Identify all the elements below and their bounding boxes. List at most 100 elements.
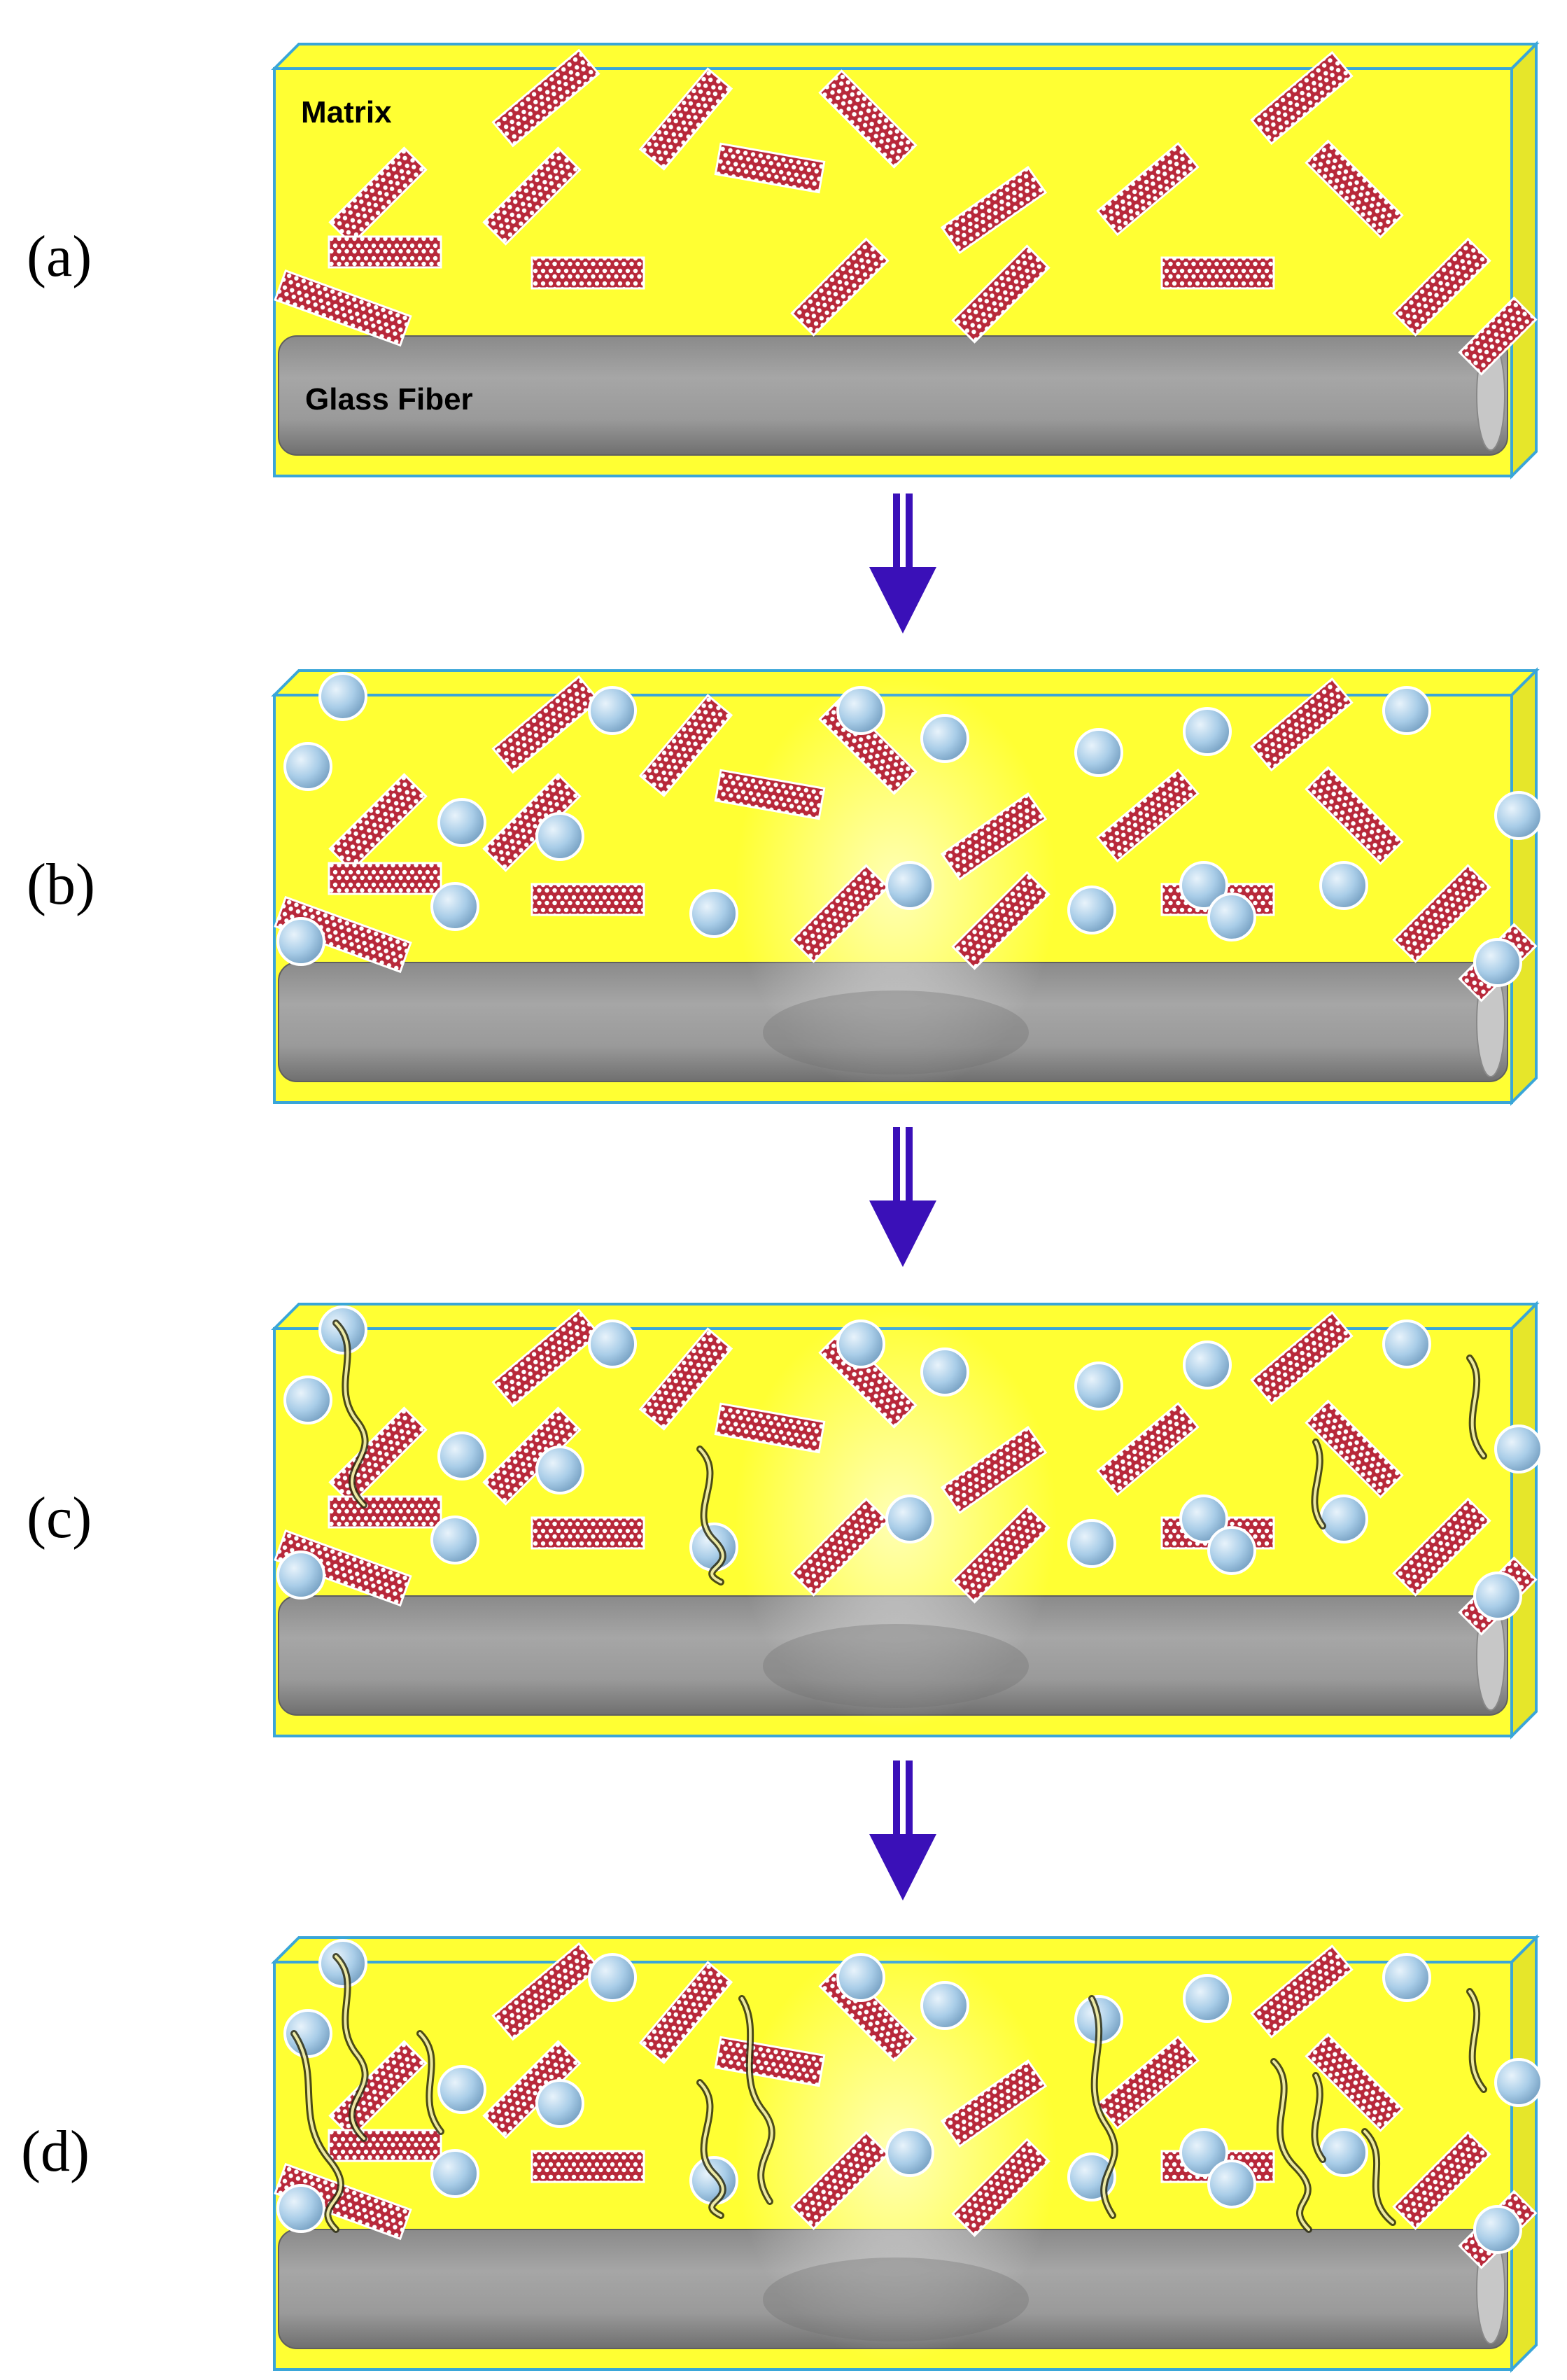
nanotube [790,2131,890,2230]
nanoparticle [1067,886,1116,934]
nanotube [1250,50,1354,146]
nanotube [1096,141,1200,237]
nanotube [328,862,442,895]
nanotube [491,48,600,148]
nanotube [1250,677,1354,772]
nanotube [951,1504,1050,1604]
nanoparticle [1494,2058,1543,2107]
nanoparticle [276,1550,325,1600]
nanotube [1096,768,1200,863]
matrix-side-face [1510,1934,1538,2373]
matrix-side-face [1510,1301,1538,1740]
crack-highlight [698,1448,724,1583]
nanoparticle [920,1981,969,2030]
nanotube [1096,1401,1200,1497]
nanotube [328,146,428,246]
nanoparticle [437,1432,486,1480]
nanotube [274,269,412,347]
nanoparticle [1074,728,1123,777]
nanoparticle [283,1376,332,1424]
nanoparticle [1382,1953,1431,2002]
nanotube [714,1402,826,1454]
nanotube [638,694,733,797]
fiber-shadow [763,2258,1029,2342]
nanoparticle [276,917,325,966]
nanotube [1305,1399,1404,1499]
nanoparticle [885,861,934,910]
nanotube [1160,256,1275,290]
nanoparticle [430,882,479,931]
nanotube [638,67,733,171]
nanotube [274,2162,412,2241]
nanoparticle [535,2079,584,2128]
nanoparticle [1207,2160,1256,2208]
nanotube [940,2059,1048,2148]
nanoparticle [836,1320,885,1368]
nanoparticle [689,2156,738,2205]
matrix-side-face [1510,667,1538,1106]
nanotube [951,2138,1050,2237]
glass-fiber-body [278,335,1508,456]
nanoparticle [1067,1519,1116,1568]
nanotube [274,895,412,974]
panel-label-c: (c) [27,1485,92,1550]
crack-highlight [293,2032,343,2231]
nanotube [940,792,1048,881]
nanotube [491,1942,600,2041]
nanoparticle [920,1348,969,1396]
nanoparticle [1473,938,1522,987]
crack-highlight [1090,1997,1116,2217]
nanotube [1250,1944,1354,2039]
nanotube [530,883,645,916]
nanotube [1096,2035,1200,2130]
nanotube [482,146,582,246]
nanotube [1305,2033,1404,2132]
nanotube [638,1961,733,2064]
nanoparticle [276,2184,325,2233]
crack-highlight [1468,1357,1485,1457]
nanotube [951,244,1050,344]
nanoparticle [1319,2128,1368,2177]
nanoparticle [1074,1362,1123,1410]
nanotube [1250,1310,1354,1406]
fiber-shadow [763,1624,1029,1708]
nanoparticle [1319,861,1368,910]
nanoparticle [430,2149,479,2198]
nanoparticle [437,2065,486,2114]
nanoparticle [1179,2128,1228,2177]
nanotube [1392,864,1491,963]
nanoparticle [535,1446,584,1494]
nanotube [530,256,645,290]
crack-highlight [1272,2060,1310,2231]
nanoparticle [1494,791,1543,840]
nanotube [940,1425,1048,1515]
nanotube [940,165,1048,255]
nanotube [951,871,1050,970]
nanoparticle [1473,2205,1522,2254]
nanoparticle [318,672,367,721]
nanoparticle [836,1953,885,2002]
nanotube [328,1495,442,1529]
nanotube [328,235,442,269]
down-arrow-icon [869,493,936,634]
nanotube [818,69,918,169]
nanotube [1392,2131,1491,2230]
nanoparticle [430,1516,479,1564]
panel-label-b: (b) [27,852,95,917]
nanotube [1305,139,1404,239]
nanotube [530,2150,645,2183]
nanoparticle [588,1953,637,2002]
crack-highlight [1468,1990,1485,2091]
nanoparticle [885,1494,934,1544]
nanoparticle [1183,707,1232,756]
crack-highlight [698,2081,724,2217]
nanotube [714,142,826,194]
crack-highlight [335,1322,367,1506]
matrix-label: Matrix [301,95,392,130]
down-arrow-icon [869,1760,936,1900]
nanotube [714,769,826,820]
crack-highlight [335,1955,367,2140]
nanoparticle [535,812,584,861]
